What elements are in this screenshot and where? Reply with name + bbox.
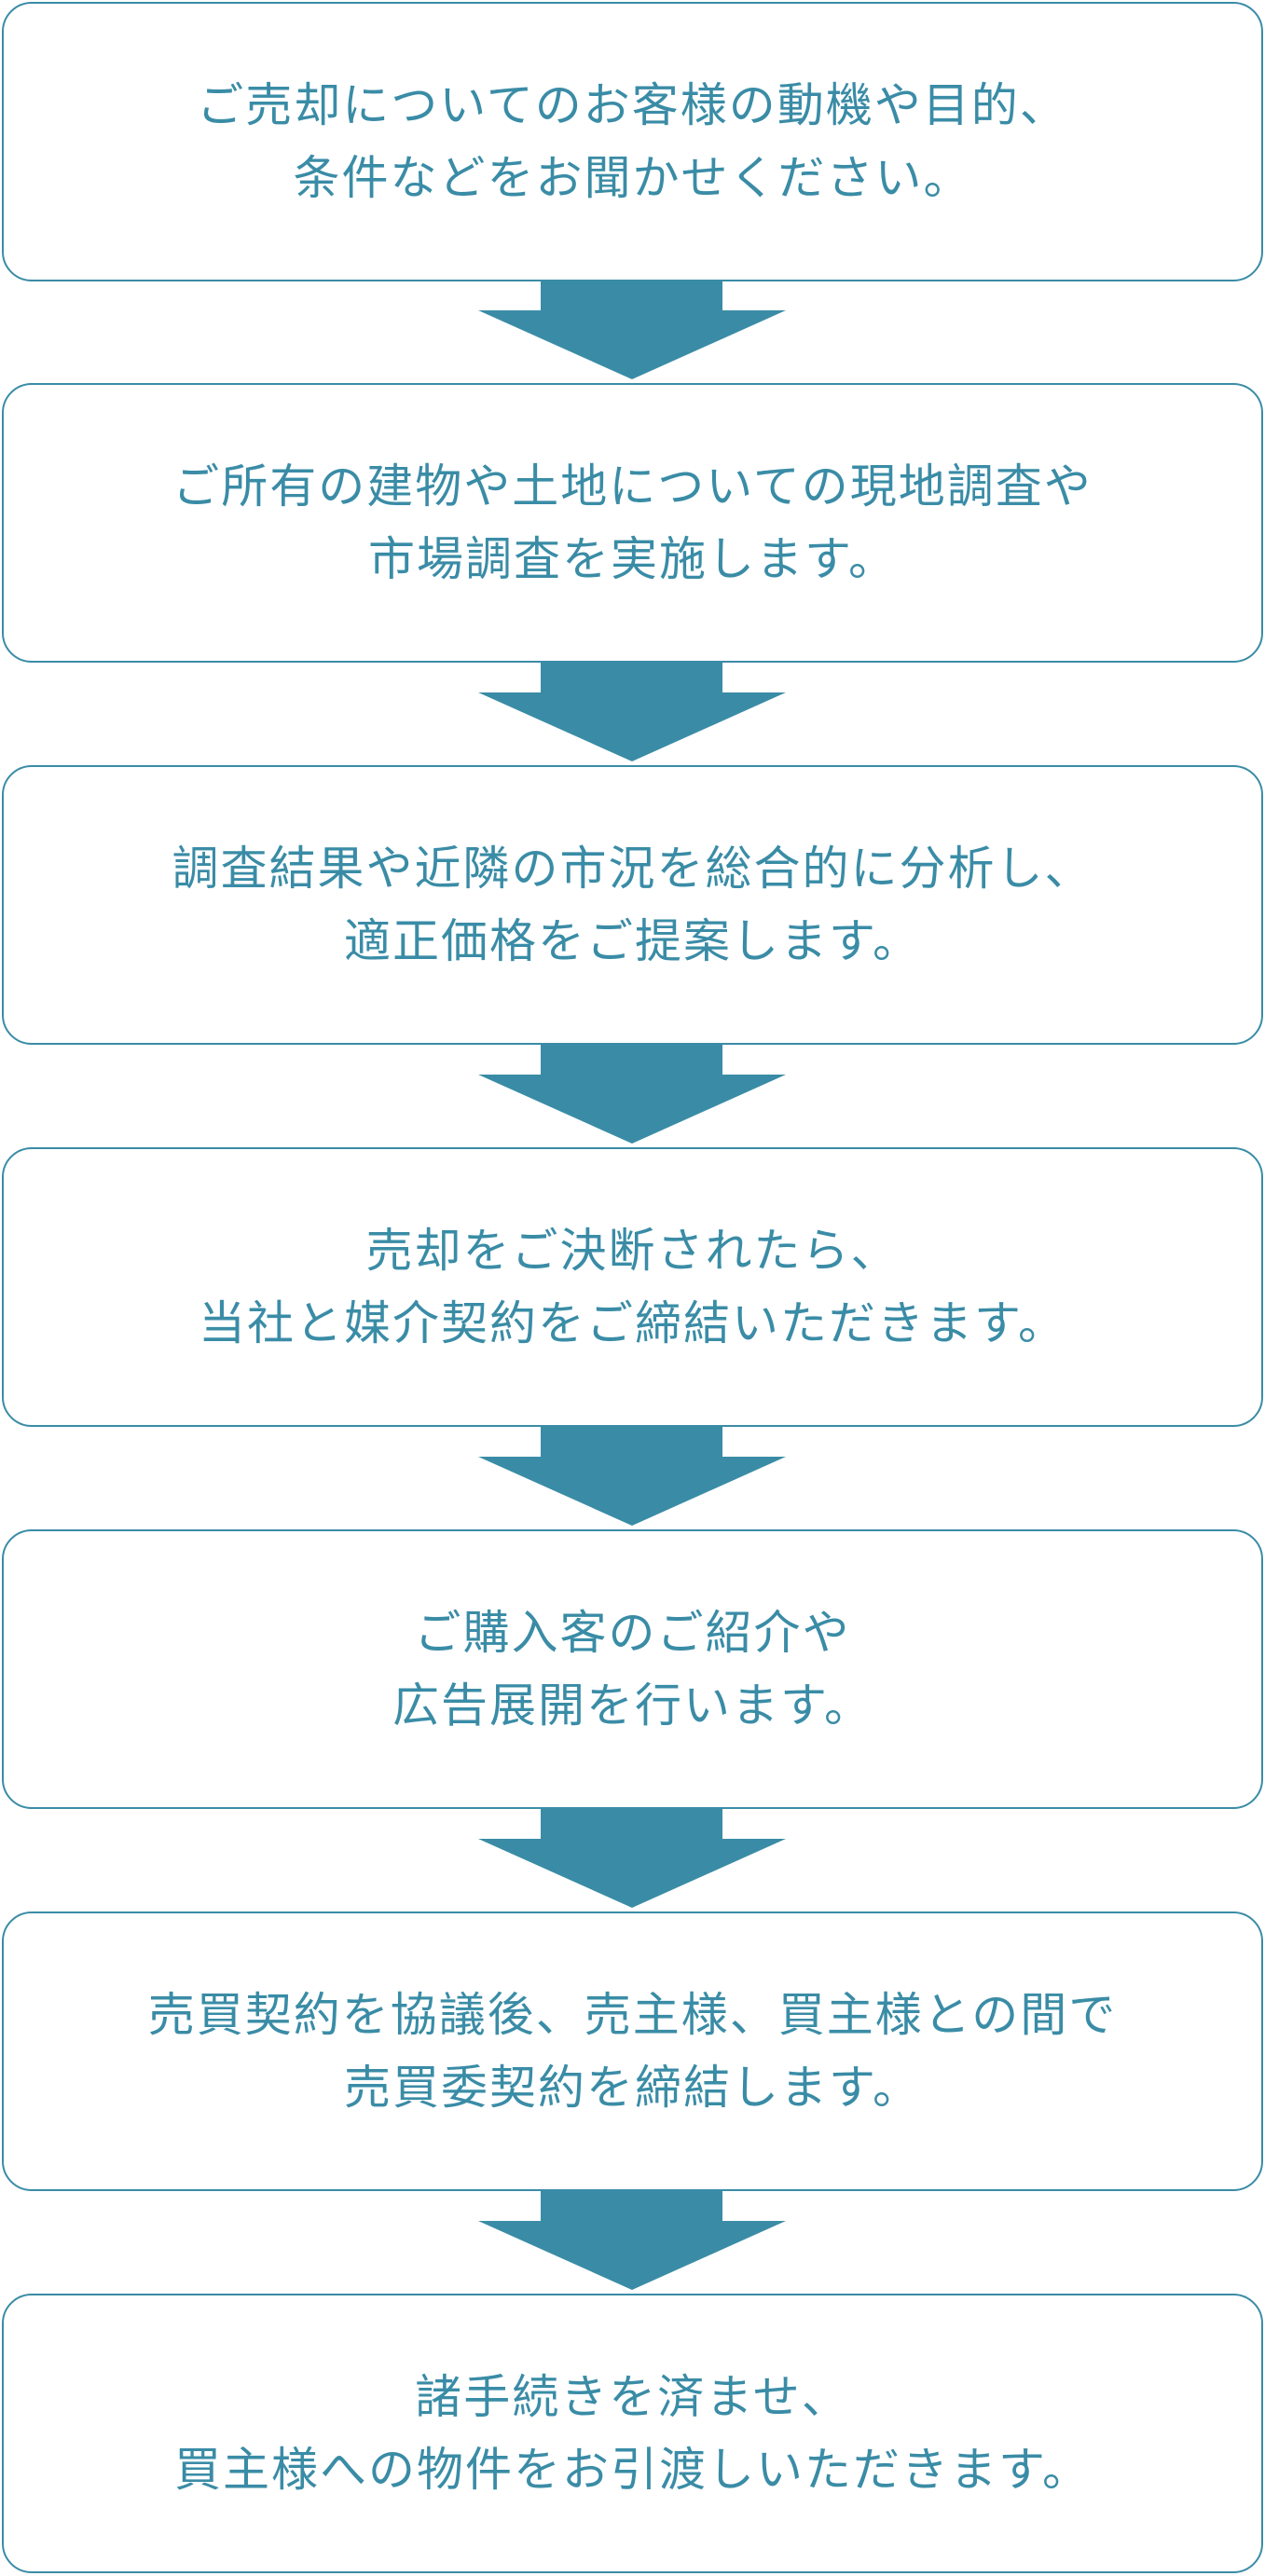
step-2-line-2: 市場調査を実施します。 [368,532,897,586]
down-arrow-icon [478,1427,786,1528]
step-3-line-1: 調査結果や近隣の市況を総合的に分析し、 [172,842,1093,896]
step-3-box: 調査結果や近隣の市況を総合的に分析し、 適正価格をご提案します。 [2,765,1263,1045]
step-3-line-2: 適正価格をご提案します。 [344,914,921,968]
step-1-line-2: 条件などをお聞かせください。 [293,151,972,205]
step-7-line-2: 買主様への物件をお引渡しいただきます。 [174,2443,1091,2497]
step-7-box: 諸手続きを済ませ、 買主様への物件をお引渡しいただきます。 [2,2294,1263,2573]
step-5-box: ご購入客のご紹介や 広告展開を行います。 [2,1529,1263,1809]
down-arrow-icon [478,1045,786,1145]
step-5-line-1: ご購入客のご紹介や [414,1606,851,1660]
down-arrow-icon [478,1809,786,1910]
step-2-box: ご所有の建物や土地についての現地調査や 市場調査を実施します。 [2,383,1263,663]
down-arrow-icon [478,663,786,763]
step-2-line-1: ご所有の建物や土地についての現地調査や [172,459,1093,514]
step-4-line-2: 当社と媒介契約をご締結いただきます。 [199,1296,1066,1350]
step-6-line-2: 売買委契約を締結します。 [344,2061,921,2115]
step-5-line-2: 広告展開を行います。 [392,1679,873,1733]
step-4-line-1: 売却をご決断されたら、 [365,1224,900,1278]
step-6-box: 売買契約を協議後、売主様、買主様との間で 売買委契約を締結します。 [2,1911,1263,2191]
down-arrow-icon [478,281,786,381]
step-7-line-1: 諸手続きを済ませ、 [415,2370,850,2424]
step-1-line-1: ご売却についてのお客様の動機や目的、 [197,78,1068,132]
step-1-box: ご売却についてのお客様の動機や目的、 条件などをお聞かせください。 [2,2,1263,281]
down-arrow-icon [478,2191,786,2292]
step-4-box: 売却をご決断されたら、 当社と媒介契約をご締結いただきます。 [2,1147,1263,1427]
step-6-line-1: 売買契約を協議後、売主様、買主様との間で [147,1988,1118,2042]
